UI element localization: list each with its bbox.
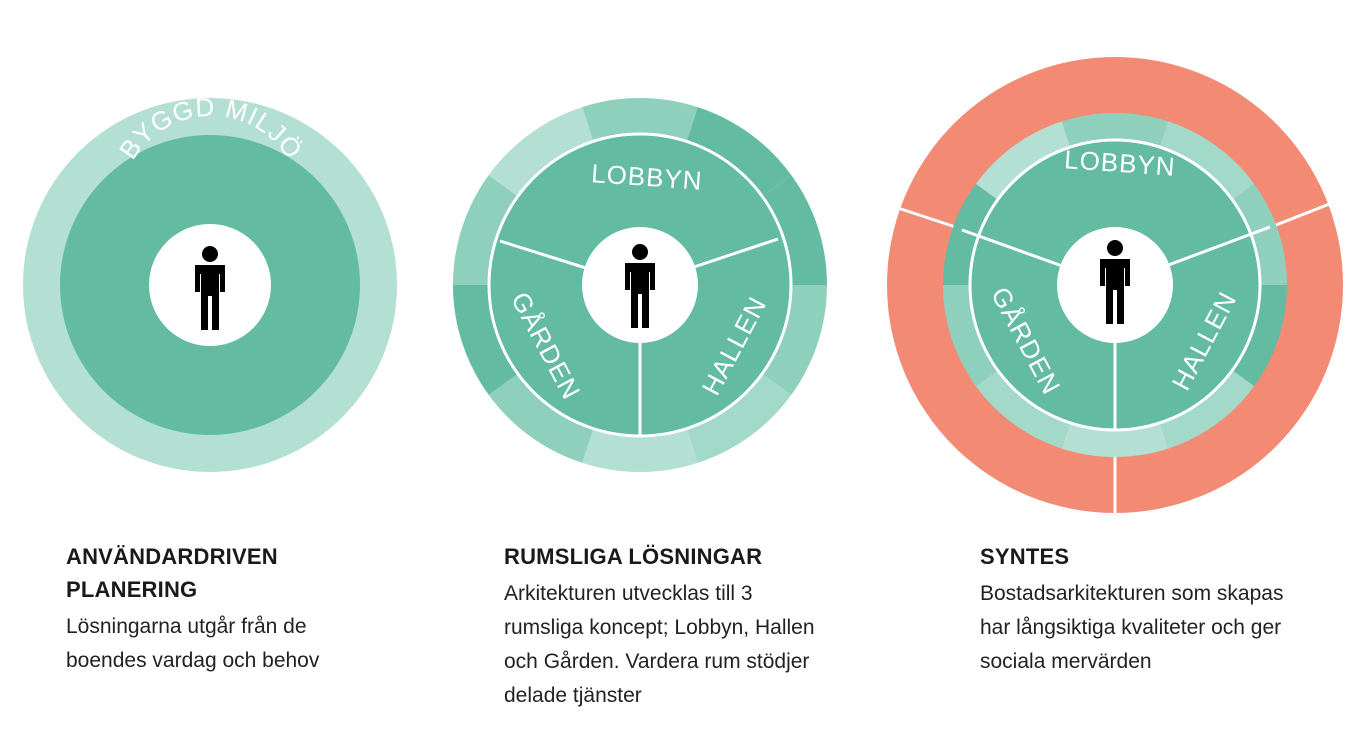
- label-tjanster: TJÄNSTER: [131, 0, 288, 39]
- ring-segment: [453, 285, 520, 395]
- caption-spatial-solutions: RUMSLIGA LÖSNINGAR Arkitekturen utveckla…: [504, 540, 884, 713]
- ring-segment: [686, 372, 792, 463]
- caption-body: Lösningarna utgår från de boendes vardag…: [66, 615, 320, 672]
- ring-segment: [1230, 285, 1287, 387]
- ring-segment: [975, 369, 1071, 449]
- diagram-synthesis: SOCIALA MERVÄRDEN LOBBYN GÅRDEN HALLEN: [887, 8, 1343, 513]
- diagram-spatial-solutions: TJÄNSTER LOBBYN GÅRDEN HALLEN: [453, 0, 827, 472]
- ring-segment: [488, 107, 594, 198]
- ring-segment: [686, 107, 792, 198]
- ring-segment: [1061, 113, 1169, 149]
- caption-body: Bostadsarkitekturen som skapas har långs…: [980, 582, 1284, 673]
- ring-segment: [582, 426, 698, 472]
- ring-segment: [1230, 183, 1287, 285]
- ring-segment: [943, 285, 1000, 387]
- caption-synthesis: SYNTES Bostadsarkitekturen som skapas ha…: [980, 540, 1350, 679]
- ring-segment: [453, 175, 520, 285]
- ring-segment: [760, 285, 827, 395]
- ring-segment: [760, 175, 827, 285]
- ring-segment: [1159, 121, 1255, 201]
- caption-title: RUMSLIGA LÖSNINGAR: [504, 544, 763, 569]
- ring-segment: [488, 372, 594, 463]
- caption-body: Arkitekturen utvecklas till 3 rumsliga k…: [504, 582, 815, 707]
- ring-tjanster-segments: [943, 113, 1287, 457]
- caption-user-driven: ANVÄNDARDRIVEN PLANERING Lösningarna utg…: [66, 540, 386, 678]
- ring-segment: [1159, 369, 1255, 449]
- label-tjanster: TJÄNSTER: [561, 0, 719, 37]
- diagram-user-driven: TJÄNSTER BYGGD MILJÖ: [23, 0, 397, 472]
- ring-segment: [1061, 421, 1169, 457]
- concept-diagrams: TJÄNSTER BYGGD MILJÖ TJÄNSTER LOBBYN GÅR…: [23, 0, 1343, 513]
- caption-title: ANVÄNDARDRIVEN PLANERING: [66, 544, 278, 602]
- ring-tjanster-segments: [453, 97, 827, 472]
- ring-segment: [975, 121, 1071, 201]
- caption-title: SYNTES: [980, 544, 1070, 569]
- ring-segment: [582, 97, 698, 144]
